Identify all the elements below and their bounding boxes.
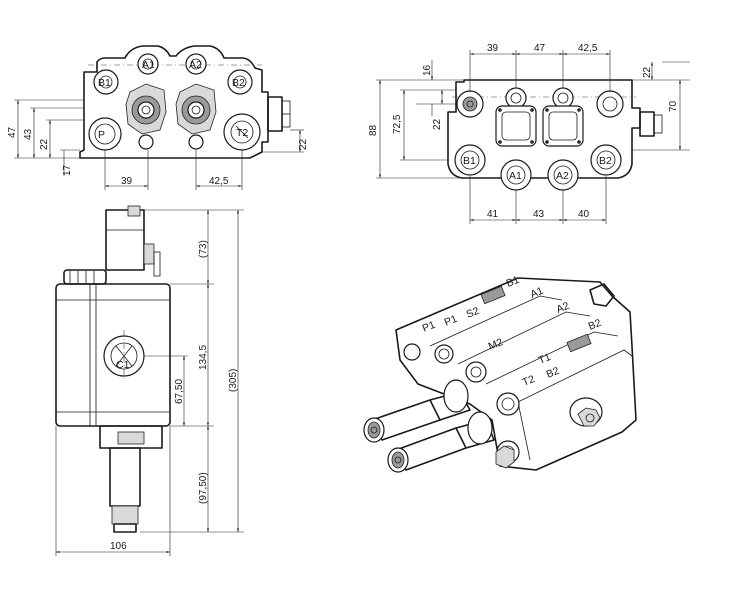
front-view-port-b2 [227, 69, 253, 95]
rear-view-dim-bot-43: 43 [533, 209, 545, 220]
rear-view-dim-bot-41: 41 [487, 209, 499, 220]
rear-view-dim-70: 70 [668, 100, 679, 112]
rear-view: B1 A1 A2 B2 39 47 42,5 88 72,5 16 [368, 43, 690, 224]
front-view-dim-47: 47 [7, 126, 18, 138]
front-view-dim-39: 39 [121, 176, 133, 187]
side-view-dim-73: (73) [198, 240, 209, 258]
rear-view-dim-bot-40: 40 [578, 209, 590, 220]
iso-view-label-a1: A1 [529, 285, 546, 301]
side-view-dim-67-50: 67,50 [174, 379, 185, 404]
side-view-top-actuator [105, 209, 145, 271]
rear-view-dim-16: 16 [422, 64, 433, 76]
front-view: B1 A1 A2 B2 P T2 39 42,5 47 43 22 [7, 45, 309, 190]
front-view-label-t2: T2 [236, 127, 248, 139]
side-view-dim-97-50: (97,50) [198, 472, 209, 504]
svg-text:22: 22 [642, 66, 653, 78]
rear-view-dim-top-42-5: 42,5 [578, 43, 598, 54]
iso-view-top-knob [589, 283, 615, 307]
rear-view-flange-right [542, 105, 584, 147]
side-view-dim-305: (305) [228, 369, 239, 392]
side-view-dim-106: 106 [110, 541, 127, 552]
rear-view-port-b2 [590, 144, 622, 176]
svg-text:(73): (73) [198, 240, 209, 258]
rear-view-dim-top-39: 39 [487, 43, 499, 54]
rear-view-dim-top-47: 47 [534, 43, 546, 54]
iso-view-body-outline [395, 277, 637, 471]
rear-view-dim-22-left: 22 [432, 118, 443, 130]
iso-view-actuator-upper [363, 379, 471, 443]
svg-text:67,50: 67,50 [174, 379, 185, 404]
iso-view-label-b2: B2 [587, 317, 604, 333]
iso-view-label-p1: P1 [421, 319, 438, 335]
rear-view-dim-88: 88 [368, 124, 379, 136]
svg-text:43: 43 [23, 128, 34, 140]
svg-text:134,5: 134,5 [198, 345, 209, 370]
svg-text:22: 22 [432, 118, 443, 130]
iso-view: B1 A1 A2 B2 P1 P1 S2 M2 T1 T2 B2 [363, 274, 637, 473]
side-view-cap-label: C1 [116, 359, 130, 371]
front-view-port-a2 [185, 53, 207, 75]
front-view-dim-22-right: 22 [298, 138, 309, 150]
front-view-label-a2: A2 [189, 59, 202, 71]
front-view-spool-left [125, 83, 167, 135]
front-view-label-b1: B1 [98, 77, 111, 89]
front-view-dim-17: 17 [62, 164, 73, 176]
front-view-label-b2: B2 [232, 77, 245, 89]
svg-text:72,5: 72,5 [392, 114, 403, 134]
iso-view-actuator-lower [387, 411, 495, 473]
svg-text:16: 16 [422, 64, 433, 76]
front-view-port-b1 [93, 69, 119, 95]
front-view-label-a1: A1 [142, 59, 155, 71]
rear-view-label-b2: B2 [599, 155, 612, 167]
svg-text:(305): (305) [228, 369, 239, 392]
side-view-bottom-actuator [109, 447, 141, 507]
front-view-side-boss [267, 96, 283, 132]
iso-view-label-t1: T1 [537, 351, 553, 367]
iso-view-label-m2: M2 [487, 336, 505, 353]
iso-view-side-boss [569, 397, 603, 427]
svg-text:22: 22 [39, 138, 50, 150]
side-view-dim-134-5: 134,5 [198, 345, 209, 370]
rear-view-dim-22-right: 22 [642, 66, 653, 78]
svg-text:(97,50): (97,50) [198, 472, 209, 504]
rear-view-label-a2: A2 [556, 170, 569, 182]
rear-view-side-boss [639, 111, 655, 137]
rear-view-body-outline [447, 79, 641, 179]
svg-text:70: 70 [668, 100, 679, 112]
iso-view-label-b1: B1 [505, 274, 522, 290]
iso-view-label-p1b: P1 [443, 313, 460, 329]
rear-view-flange-left [495, 105, 537, 147]
iso-view-label-b2-side: B2 [545, 365, 562, 381]
rear-view-label-a1: A1 [509, 170, 522, 182]
front-view-dim-42-5: 42,5 [209, 176, 229, 187]
iso-view-label-s2: S2 [465, 305, 482, 321]
front-view-port-a1 [137, 53, 159, 75]
front-view-spool-right [175, 83, 217, 135]
iso-view-label-a2: A2 [555, 300, 572, 316]
rear-view-label-b1: B1 [463, 155, 476, 167]
iso-view-label-t2: T2 [521, 373, 537, 389]
front-view-body-outline [79, 45, 269, 159]
rear-view-port-b1 [454, 144, 486, 176]
svg-text:17: 17 [62, 164, 73, 176]
front-view-label-p: P [98, 129, 105, 141]
svg-text:22: 22 [298, 138, 309, 150]
svg-text:47: 47 [7, 126, 18, 138]
front-view-dim-43: 43 [23, 128, 34, 140]
rear-view-dim-72-5: 72,5 [392, 114, 403, 134]
front-view-dim-22-left: 22 [39, 138, 50, 150]
side-view: C1 (73) 134,5 67,50 (97,50) [55, 205, 244, 556]
svg-text:88: 88 [368, 124, 379, 136]
